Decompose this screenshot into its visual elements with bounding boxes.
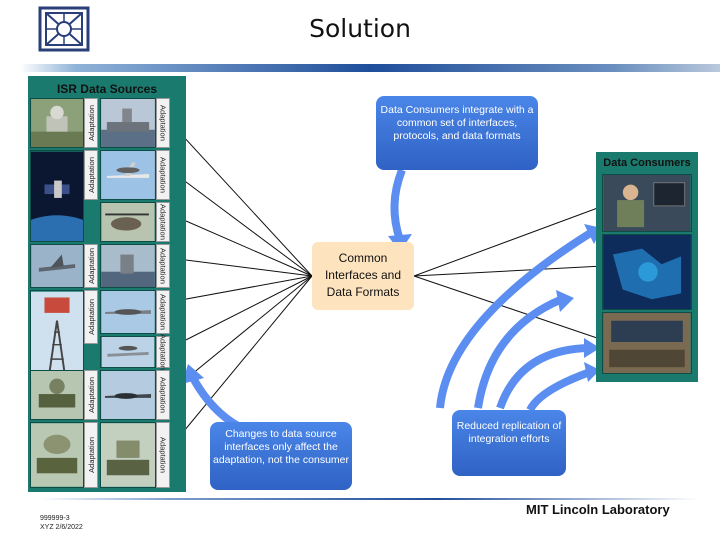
callout-common-interfaces: Data Consumers integrate with a common s…: [376, 96, 538, 170]
adaptation-label: Adaptation: [156, 150, 170, 200]
callout-adaptation-changes: Changes to data source interfaces only a…: [210, 422, 352, 490]
adaptation-label: Adaptation: [156, 370, 170, 420]
consumers-panel-title: Data Consumers: [603, 157, 691, 169]
adaptation-label: Adaptation: [156, 422, 170, 488]
map-display-icon: [602, 234, 692, 310]
drone-icon: [100, 370, 156, 420]
adaptation-label: Adaptation: [84, 150, 98, 200]
isr-panel-title: ISR Data Sources: [56, 82, 158, 96]
adaptation-label: Adaptation: [156, 244, 170, 288]
antenna-icon: [30, 98, 84, 148]
vehicle-icon: [30, 370, 84, 420]
adaptation-label: Adaptation: [156, 202, 170, 242]
footer-document-id: 999999-3 XYZ 2/6/2022: [40, 515, 83, 531]
footer-divider: [40, 498, 700, 500]
adaptation-label: Adaptation: [156, 334, 170, 370]
adaptation-label: Adaptation: [156, 290, 170, 334]
footer-lab-name: MIT Lincoln Laboratory: [526, 502, 670, 517]
lincoln-lab-logo-icon: [38, 6, 90, 52]
satellite-icon: [30, 150, 84, 242]
adaptation-label: Adaptation: [84, 370, 98, 420]
radar-tower-icon: [30, 290, 84, 382]
aircraft-icon: [30, 244, 84, 288]
aircraft-icon: [100, 336, 156, 368]
ship-icon: [100, 244, 156, 288]
adaptation-label: Adaptation: [156, 98, 170, 148]
aircraft-icon: [100, 150, 156, 200]
adaptation-label: Adaptation: [84, 290, 98, 344]
vehicle-icon: [100, 422, 156, 488]
drone-icon: [100, 290, 156, 334]
adaptation-label: Adaptation: [84, 244, 98, 288]
common-interfaces-box: Common Interfaces and Data Formats: [312, 242, 414, 310]
isr-sources-panel: ISR Data Sources Adaptation Adaptation A…: [28, 76, 186, 492]
operations-room-icon: [602, 312, 692, 374]
vehicle-icon: [30, 422, 84, 488]
operator-icon: [602, 174, 692, 232]
adaptation-label: Adaptation: [84, 98, 98, 148]
data-consumers-panel: Data Consumers: [596, 152, 698, 382]
adaptation-label: Adaptation: [84, 422, 98, 488]
callout-reduced-replication: Reduced replication of integration effor…: [452, 410, 566, 476]
title-divider: [20, 64, 720, 72]
slide-title: Solution: [309, 14, 411, 43]
ship-icon: [100, 98, 156, 148]
helicopter-icon: [100, 202, 156, 242]
